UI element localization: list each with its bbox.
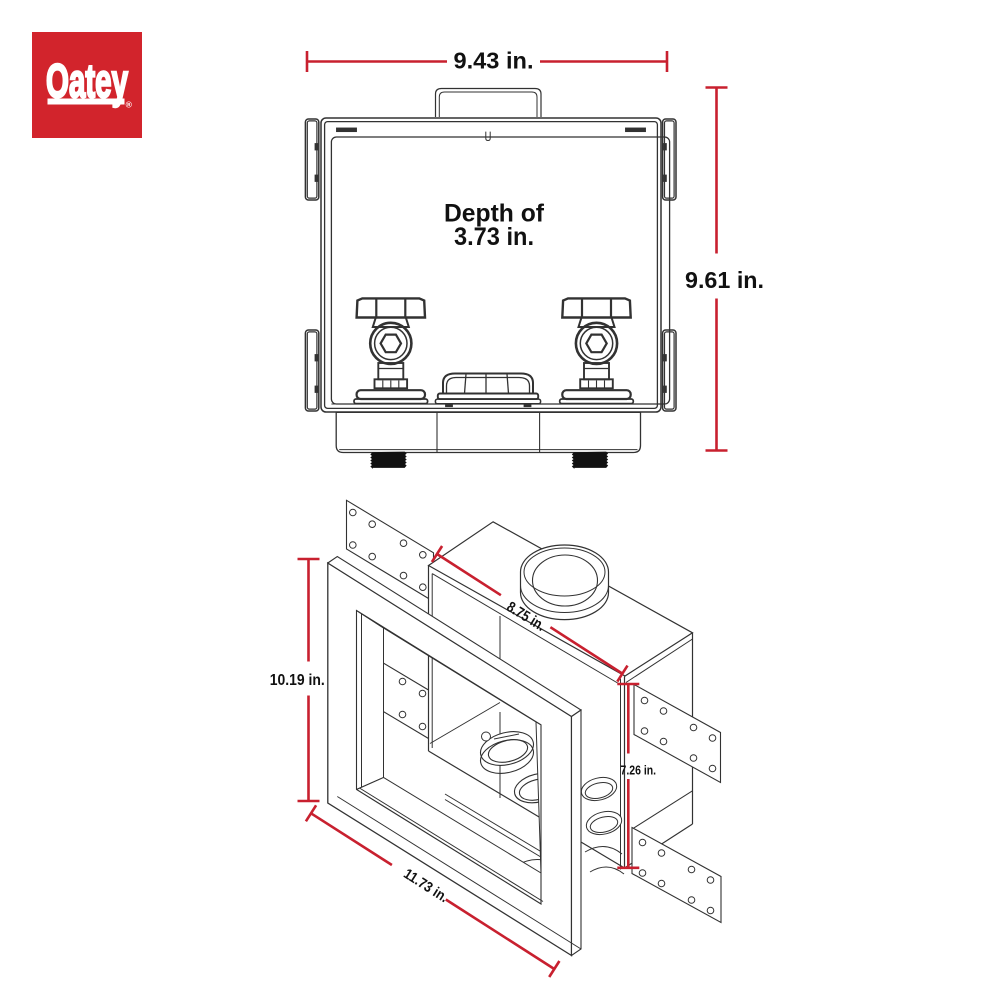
svg-text:7.26 in.: 7.26 in. bbox=[621, 763, 657, 778]
svg-text:9.61 in.: 9.61 in. bbox=[685, 267, 764, 293]
svg-text:3.73 in.: 3.73 in. bbox=[454, 223, 534, 251]
svg-text:9.43 in.: 9.43 in. bbox=[454, 47, 534, 73]
svg-text:®: ® bbox=[126, 100, 133, 110]
svg-text:Depth of: Depth of bbox=[444, 199, 545, 227]
svg-text:10.19 in.: 10.19 in. bbox=[270, 672, 325, 689]
